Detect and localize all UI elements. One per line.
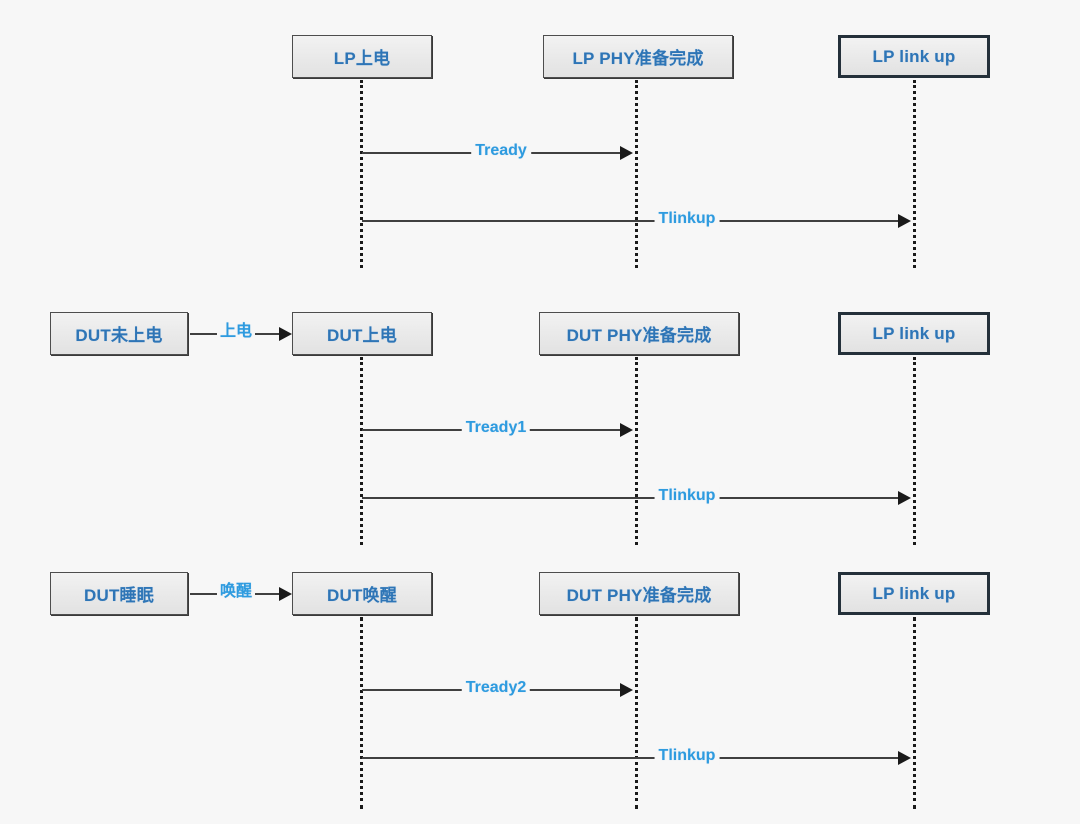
node-dut-power-on[interactable]: DUT上电 (292, 312, 432, 355)
node-dut-phy-ready-2[interactable]: DUT PHY准备完成 (539, 572, 739, 615)
node-lp-link-up-2[interactable]: LP link up (838, 312, 990, 355)
node-lp-power-on[interactable]: LP上电 (292, 35, 432, 78)
message-tready: Tready (362, 142, 634, 160)
node-label: LP link up (872, 583, 956, 603)
node-label: DUT睡眠 (84, 586, 154, 605)
lifeline-dut-wake (360, 617, 363, 809)
node-dut-wake[interactable]: DUT唤醒 (292, 572, 432, 615)
node-label: LP link up (872, 323, 956, 343)
message-tready2: Tready2 (362, 679, 634, 697)
node-lp-phy-ready[interactable]: LP PHY准备完成 (543, 35, 733, 78)
transition-label: 唤醒 (216, 583, 256, 601)
message-label: Tlinkup (654, 747, 720, 765)
message-label: Tready2 (461, 679, 531, 697)
arrowhead-icon (620, 683, 633, 697)
arrowhead-icon (898, 491, 911, 505)
arrowhead-icon (620, 423, 633, 437)
node-lp-link-up-3[interactable]: LP link up (838, 572, 990, 615)
transition-label: 上电 (216, 323, 256, 341)
node-label: DUT PHY准备完成 (566, 586, 712, 605)
message-tlinkup: Tlinkup (362, 210, 912, 228)
message-tready1: Tready1 (362, 419, 634, 437)
lifeline-dut-phy-ready-2 (635, 617, 638, 809)
message-line (362, 220, 898, 222)
message-label: Tready (471, 142, 531, 160)
transition-power-on: 上电 (190, 323, 292, 341)
transition-wake: 唤醒 (190, 583, 292, 601)
node-label: LP link up (872, 46, 956, 66)
message-label: Tlinkup (654, 210, 720, 228)
message-line (362, 757, 898, 759)
arrowhead-icon (279, 327, 292, 341)
lifeline-lp-phy-ready (635, 80, 638, 268)
arrowhead-icon (898, 751, 911, 765)
lifeline-lp-link-up (913, 80, 916, 268)
message-tlinkup-3: Tlinkup (362, 747, 912, 765)
message-line (362, 497, 898, 499)
arrowhead-icon (898, 214, 911, 228)
message-label: Tready1 (461, 419, 531, 437)
node-label: LP PHY准备完成 (572, 49, 704, 68)
node-label: DUT唤醒 (327, 586, 397, 605)
lifeline-lp-link-up-3 (913, 617, 916, 809)
node-dut-sleep[interactable]: DUT睡眠 (50, 572, 188, 615)
arrowhead-icon (620, 146, 633, 160)
message-tlinkup-2: Tlinkup (362, 487, 912, 505)
lifeline-lp-power-on (360, 80, 363, 268)
node-label: DUT PHY准备完成 (566, 326, 712, 345)
lifeline-dut-power-on (360, 357, 363, 545)
node-label: DUT上电 (327, 326, 397, 345)
node-label: DUT未上电 (75, 326, 163, 345)
lifeline-dut-phy-ready-1 (635, 357, 638, 545)
node-label: LP上电 (333, 49, 391, 68)
node-dut-phy-ready-1[interactable]: DUT PHY准备完成 (539, 312, 739, 355)
node-lp-link-up[interactable]: LP link up (838, 35, 990, 78)
lifeline-lp-link-up-2 (913, 357, 916, 545)
node-dut-unpowered[interactable]: DUT未上电 (50, 312, 188, 355)
arrowhead-icon (279, 587, 292, 601)
message-label: Tlinkup (654, 487, 720, 505)
